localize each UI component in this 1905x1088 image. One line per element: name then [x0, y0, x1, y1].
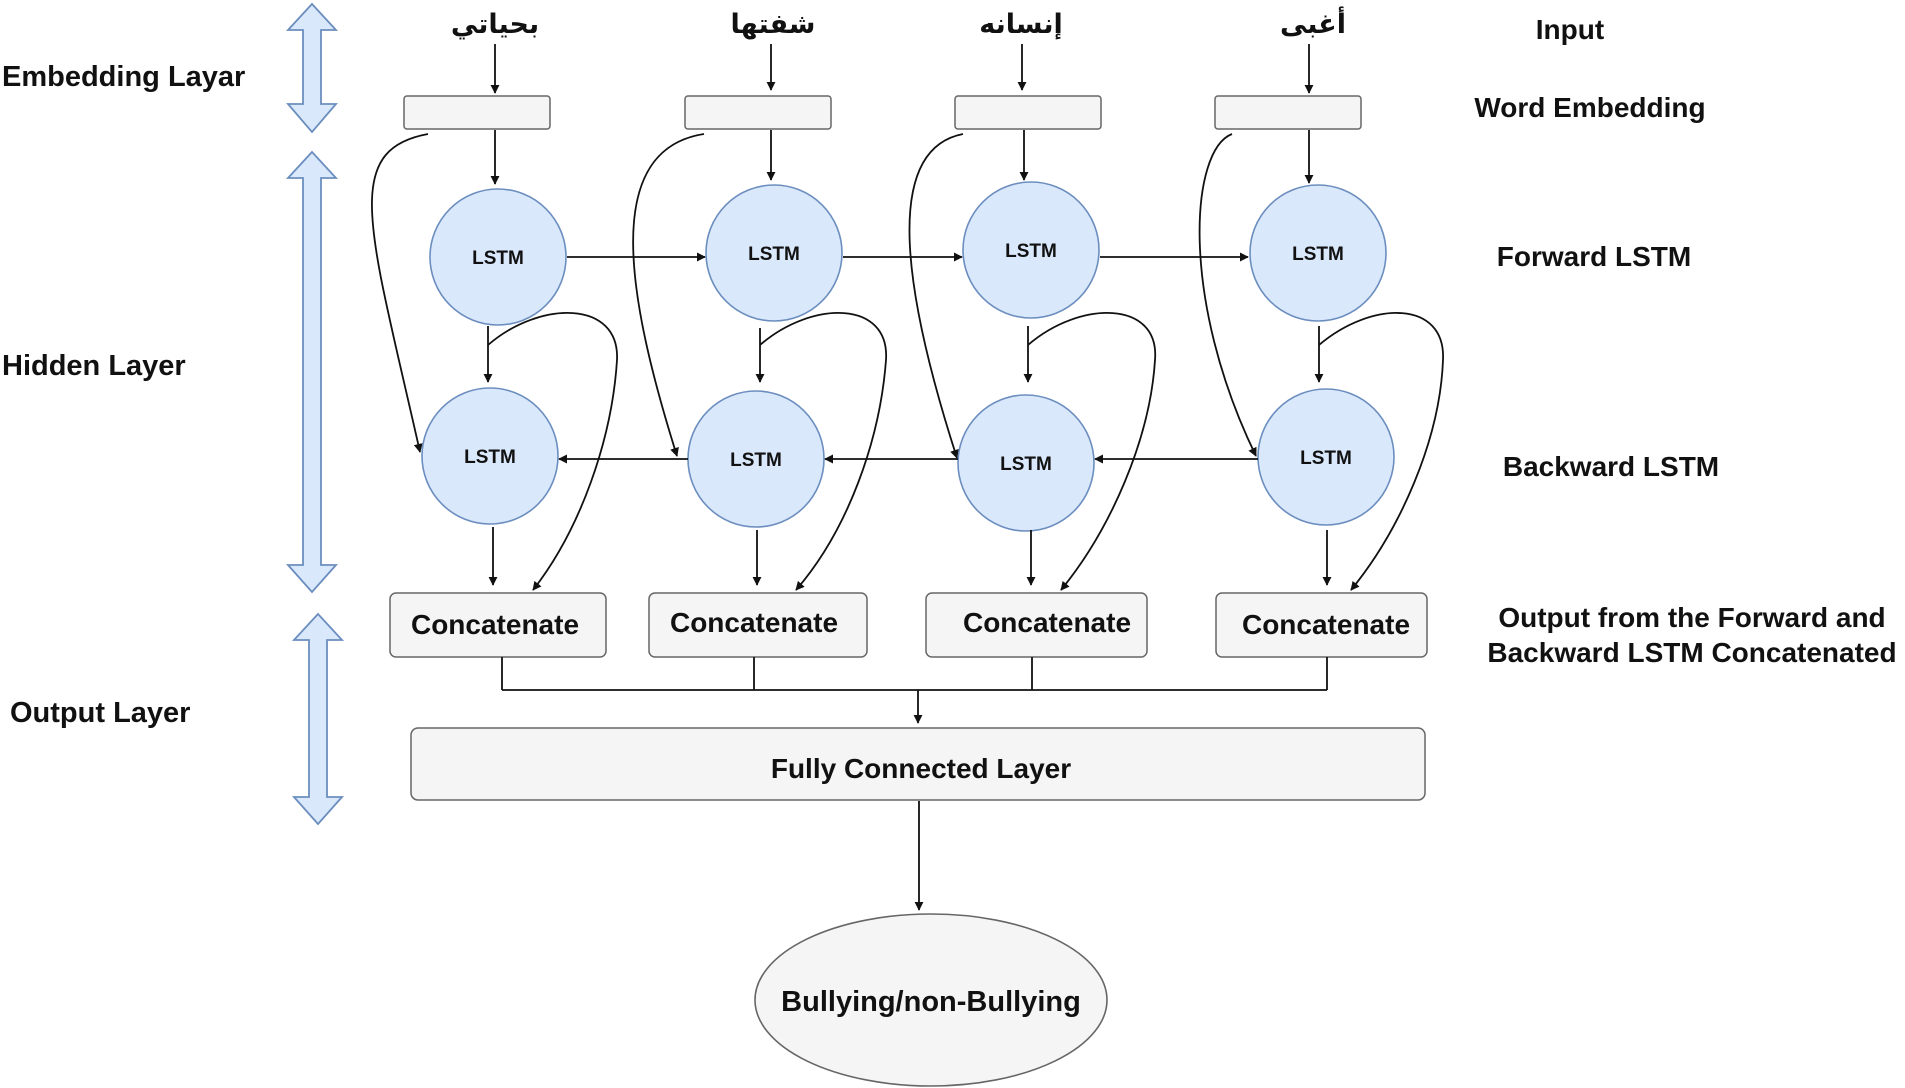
hidden-layer-label: Hidden Layer [2, 350, 186, 382]
backward-lstm-label: Backward LSTM [1503, 451, 1719, 482]
arrow-embed-backward-4 [1198, 133, 1257, 457]
concatenate-box-3: Concatenate [925, 592, 1148, 658]
arrow-fwd-concat-2 [759, 312, 887, 591]
lstm-label: LSTM [1005, 241, 1057, 262]
input-word-4: أغبى [1280, 6, 1346, 40]
arrow-fwd-concat-3 [1027, 312, 1156, 591]
lstm-label: LSTM [1000, 454, 1052, 475]
concat-description-line1: Output from the Forward and [1498, 602, 1885, 633]
output-label: Bullying/non-Bullying [781, 986, 1081, 1018]
output-layer-label: Output Layer [10, 697, 190, 729]
concatenate-label: Concatenate [963, 607, 1131, 638]
concatenate-label: Concatenate [1242, 609, 1410, 640]
word-embedding-box-2 [684, 95, 832, 130]
word-embedding-box-4 [1214, 95, 1362, 130]
input-word-2: شفتها [731, 9, 816, 40]
arrow-embed-backward-2 [632, 133, 705, 457]
lstm-label: LSTM [1300, 448, 1352, 469]
concatenate-label: Concatenate [411, 609, 579, 640]
word-embedding-box-1 [403, 95, 551, 130]
concat-merge-connector [501, 657, 1328, 724]
lstm-label: LSTM [748, 244, 800, 265]
output-node: Bullying/non-Bullying [754, 913, 1108, 1087]
arrow-fwd-concat-1 [487, 312, 618, 591]
embedding-layer-double-arrow [285, 2, 339, 134]
arrow-embed-backward-3 [908, 133, 964, 459]
forward-lstm-label: Forward LSTM [1497, 241, 1691, 272]
arrow-embed-backward-1 [371, 133, 429, 453]
fully-connected-label: Fully Connected Layer [771, 753, 1071, 784]
lstm-label: LSTM [464, 447, 516, 468]
lstm-label: LSTM [472, 248, 524, 269]
backward-lstm-node-4: LSTM [1257, 388, 1395, 526]
concatenate-box-4: Concatenate [1215, 592, 1428, 658]
concat-description-line2: Backward LSTM Concatenated [1487, 637, 1896, 668]
forward-lstm-node-4: LSTM [1249, 184, 1387, 322]
word-embedding-label: Word Embedding [1474, 92, 1705, 123]
output-layer-double-arrow [291, 612, 345, 826]
forward-lstm-node-3: LSTM [962, 181, 1100, 319]
backward-lstm-node-3: LSTM [957, 394, 1095, 532]
input-word-3: إنسانه [979, 9, 1063, 40]
concatenate-box-2: Concatenate [648, 592, 868, 658]
forward-lstm-node-2: LSTM [705, 184, 843, 322]
forward-lstm-node-1: LSTM [429, 188, 567, 326]
input-word-1: بحياتي [451, 9, 539, 40]
word-embedding-box-3 [954, 95, 1102, 130]
concatenate-box-1: Concatenate [389, 592, 607, 658]
input-label: Input [1536, 14, 1604, 45]
backward-lstm-node-1: LSTM [421, 387, 559, 525]
arrow-fwd-concat-4 [1318, 312, 1444, 591]
backward-lstm-node-2: LSTM [687, 390, 825, 528]
fully-connected-layer: Fully Connected Layer [410, 727, 1426, 801]
lstm-label: LSTM [1292, 244, 1344, 265]
concatenate-label: Concatenate [670, 607, 838, 638]
hidden-layer-double-arrow [285, 150, 339, 594]
embedding-layer-label: Embedding Layar [2, 61, 245, 93]
lstm-label: LSTM [730, 450, 782, 471]
